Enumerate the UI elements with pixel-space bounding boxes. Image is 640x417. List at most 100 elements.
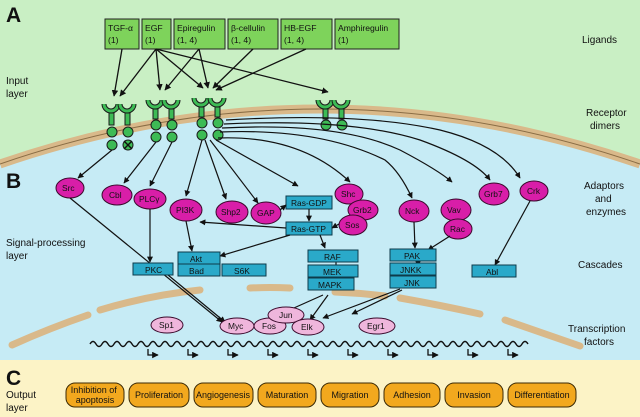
tf-label-jun: Jun: [279, 310, 293, 320]
cascade-boxes: [132, 248, 517, 291]
receptor-adaptor-arrows: [77, 116, 521, 204]
adaptor-label-crk: Crk: [527, 186, 541, 196]
output-label-proliferation: Proliferation: [135, 390, 183, 400]
signal-layer-label-1: Signal-processing: [6, 238, 86, 249]
tf-label-sp1: Sp1: [159, 320, 174, 330]
ligand-name-epiregulin: Epiregulin: [177, 23, 215, 33]
tf-elk: [291, 318, 325, 336]
adaptors-label-3: enzymes: [586, 207, 626, 218]
ligand-box-hb-egf: [280, 18, 333, 50]
adaptor-label-nck: Nck: [405, 206, 420, 216]
adaptor-label-grb7: Grb7: [484, 189, 503, 199]
ras-gtp-label: Ras-GTP: [291, 224, 326, 234]
output-label-migration: Migration: [331, 390, 368, 400]
output-box-adhesion: [383, 382, 441, 408]
tf-label-1: Transcription: [568, 324, 625, 335]
receptor-label-1: Receptor: [586, 108, 627, 119]
cascade-label-mek: MEK: [323, 267, 342, 277]
ligand-name-hb-egf: HB-EGF: [284, 23, 316, 33]
transcription-arrows: [147, 349, 519, 359]
ligand-receptors-amphiregulin: (1): [338, 35, 349, 45]
receptor-dimer-3: [191, 97, 227, 141]
ligand-receptors-epiregulin: (1, 4): [177, 35, 197, 45]
adaptor-label-shc: Shc: [341, 189, 355, 199]
ligand-name-egf: EGF: [145, 23, 163, 33]
output-layer-label-2: layer: [6, 403, 28, 414]
cascade-label-bad: Bad: [189, 266, 204, 276]
cascade-mek-box: [307, 264, 359, 278]
adaptor-ovals: [55, 177, 549, 240]
adaptor-label-grb2: Grb2: [353, 205, 372, 215]
cascade-pak-box: [389, 248, 437, 262]
adaptor-shc: [334, 183, 364, 205]
section-letter-a: A: [6, 4, 21, 27]
cascade-jnk-box: [389, 275, 437, 289]
adaptor-cbl: [101, 184, 133, 206]
output-box-migration: [320, 382, 380, 408]
ras-boxes: [285, 195, 333, 236]
tf-sp1: [150, 316, 184, 334]
receptor-dimer-1: [101, 103, 137, 151]
ligand-name-amphiregulin: Amphiregulin: [338, 23, 388, 33]
adaptor-gap: [250, 201, 282, 225]
adaptor-sos: [338, 214, 368, 236]
cascade-bad-box: [177, 263, 221, 277]
output-label-maturation: Maturation: [266, 390, 309, 400]
cascade-label-jnkk: JNKK: [400, 265, 422, 275]
section-letter-b: B: [6, 170, 21, 193]
adaptor-label-sos: Sos: [345, 220, 359, 230]
tf-jun: [267, 306, 305, 324]
output-label-adhesion: Adhesion: [393, 390, 431, 400]
cascade-label-mapk: MAPK: [318, 280, 342, 290]
ligand-receptors-egf: (1): [145, 35, 156, 45]
receptor-dimer-2: [145, 99, 181, 143]
output-label-inhibition-line-2: apoptosis: [76, 395, 115, 405]
ligand-receptors-beta-cellulin: (1, 4): [231, 35, 251, 45]
cascade-label-s6k: S6K: [234, 266, 250, 276]
output-label-inhibition-of-apoptosis: Inhibition of apoptosis: [71, 385, 120, 405]
nuclear-envelope: [8, 284, 584, 350]
adaptors-label-1: Adaptors: [584, 181, 624, 192]
tf-label-myc: Myc: [228, 321, 243, 331]
input-layer-label-1: Input: [6, 76, 28, 87]
adaptor-crk: [519, 180, 549, 202]
output-box-angiogenesis: [193, 382, 254, 408]
output-layer-label-1: Output: [6, 390, 36, 401]
ras-gtp-box: [285, 221, 333, 236]
adaptor-label-cbl: Cbl: [109, 190, 122, 200]
adaptor-label-gap: GAP: [257, 208, 275, 218]
output-box-proliferation: [128, 382, 190, 408]
cascades-label: Cascades: [578, 260, 622, 271]
output-box-maturation: [257, 382, 317, 408]
adaptors-label-2: and: [595, 194, 612, 205]
tf-egr1: [358, 317, 396, 335]
adaptor-label-rac: Rac: [450, 224, 465, 234]
adaptor-rac: [443, 218, 473, 240]
output-box-inhibition-of-apoptosis: [65, 382, 125, 408]
cascade-jnkk-box: [389, 262, 437, 276]
dna-strand: [89, 340, 529, 348]
cascade-raf-box: [307, 249, 359, 263]
cascade-label-raf: RAF: [324, 252, 341, 262]
adaptor-shp2: [215, 200, 249, 224]
receptor-label-2: dimers: [590, 121, 620, 132]
cascade-mapk-box: [307, 277, 355, 291]
ligand-name-beta-cellulin: β-cellulin: [231, 23, 265, 33]
output-label-differentiation: Differentiation: [514, 390, 569, 400]
output-boxes: [65, 382, 577, 408]
ligand-name-tgf-alpha: TGF-α: [108, 23, 133, 33]
plasma-membrane-outline: [0, 108, 640, 165]
cascade-label-pkc: PKC: [145, 265, 162, 275]
adaptor-label-pi3k: PI3K: [176, 205, 195, 215]
output-label-invasion: Invasion: [457, 390, 491, 400]
ligand-receptors-hb-egf: (1, 4): [284, 35, 304, 45]
cascade-s6k-box: [221, 263, 267, 277]
ras-gdp-label: Ras-GDP: [291, 198, 327, 208]
tf-label-2: factors: [584, 337, 614, 348]
cascade-label-akt: Akt: [190, 254, 203, 264]
transcription-factor-ovals: [150, 306, 396, 336]
cascade-pkc-box: [132, 262, 174, 276]
ligand-boxes: [104, 18, 400, 50]
